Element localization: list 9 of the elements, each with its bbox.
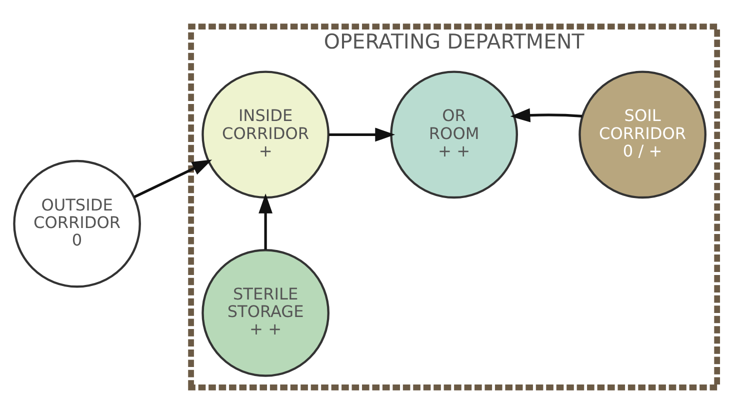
arrow [258,194,273,250]
node-circle: INSIDE CORRIDOR + [202,70,330,199]
arrow [328,128,396,142]
node-circle: SOIL CORRIDOR 0 / + [578,70,706,199]
arrow [510,108,582,122]
node-circle: OUTSIDE CORRIDOR 0 [13,160,141,288]
node-circle: OR ROOM + + [390,70,518,199]
arrow [134,160,212,198]
node-circle: STERILE STORAGE + + [202,249,330,377]
